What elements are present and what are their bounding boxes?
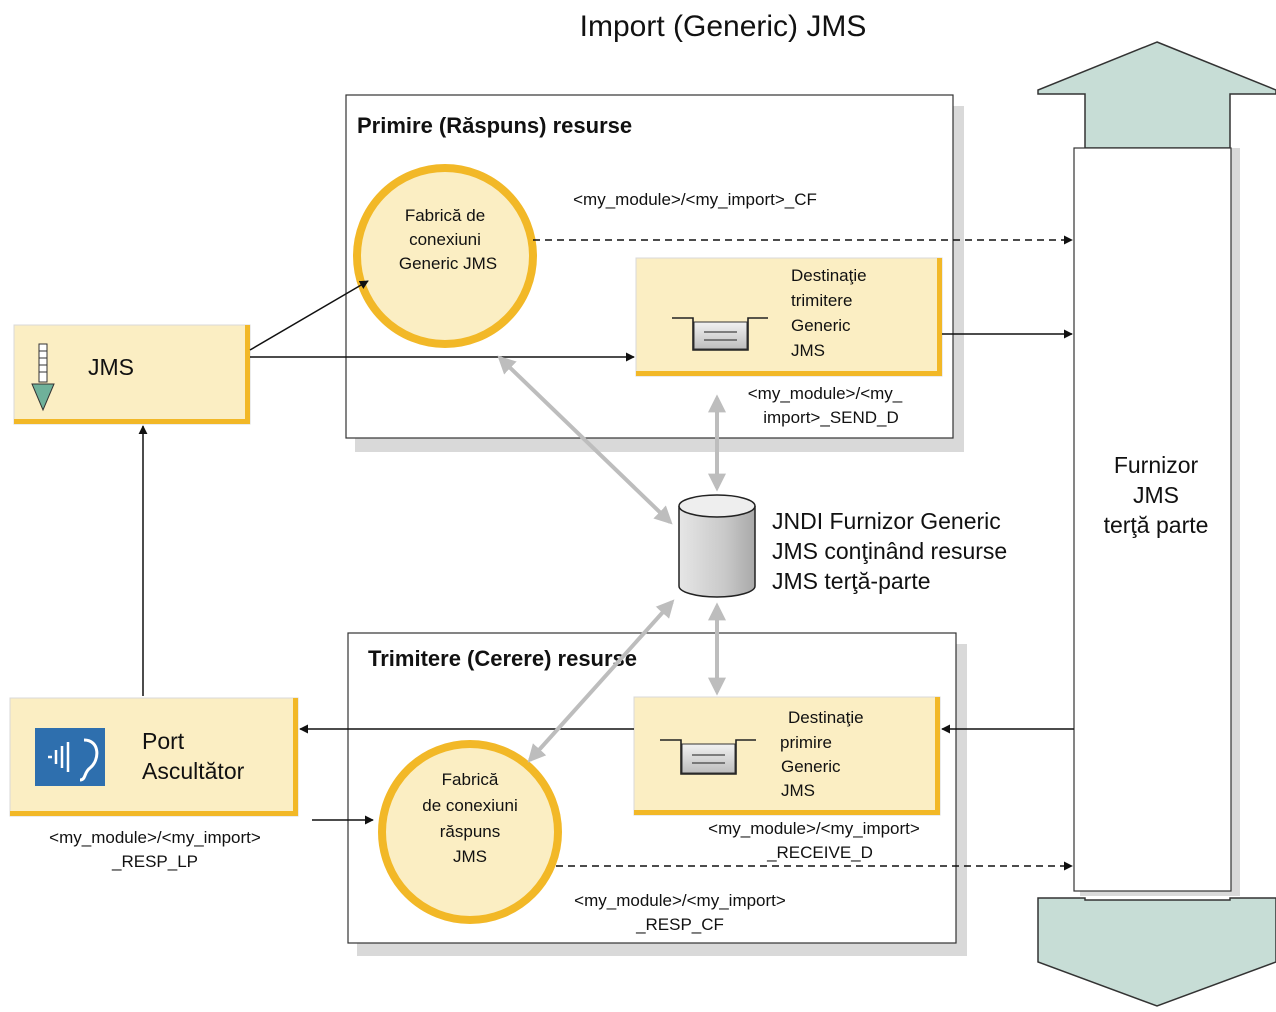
queue-icon — [672, 317, 768, 351]
send-dest-line-4: JMS — [791, 341, 825, 360]
send-dest-line-3: Generic — [791, 316, 851, 335]
recv-dest-line-1: Destinaţie — [788, 708, 864, 727]
recv-dest-name-line-1: <my_module>/<my_import> — [708, 819, 920, 838]
third-party-provider: Furnizor JMS terţă parte — [1037, 41, 1276, 1007]
cf-label-line-1: Fabrică de — [405, 206, 485, 225]
jndi-label-line-2: JMS conţinând resurse — [772, 538, 1007, 564]
resp-cf-line-1: Fabrică — [442, 770, 499, 789]
receive-destination-box: Destinaţie primire Generic JMS — [633, 696, 941, 816]
resp-cf-line-4: JMS — [453, 847, 487, 866]
recv-dest-line-3: Generic — [781, 757, 841, 776]
cf-label-line-2: conexiuni — [409, 230, 481, 249]
cf-label-line-3: Generic JMS — [399, 254, 497, 273]
resp-cf-name-line-2: _RESP_CF — [635, 915, 724, 934]
provider-label-line-3: terţă parte — [1104, 512, 1209, 538]
resp-cf-line-2: de conexiuni — [422, 796, 517, 815]
jndi-database-icon — [678, 494, 756, 598]
send-resources-header: Trimitere (Cerere) resurse — [368, 646, 637, 671]
queue-icon — [660, 739, 756, 775]
listener-name-line-2: _RESP_LP — [111, 852, 198, 871]
ear-icon — [35, 728, 105, 786]
recv-dest-name-line-2: _RECEIVE_D — [766, 843, 873, 862]
send-destination-box: Destinaţie trimitere Generic JMS — [635, 257, 943, 377]
send-dest-line-2: trimitere — [791, 291, 852, 310]
connection-factory-circle: Fabrică de conexiuni Generic JMS — [353, 164, 537, 348]
receive-resources-header: Primire (Răspuns) resurse — [357, 113, 632, 138]
listener-label-line-2: Ascultător — [142, 758, 245, 784]
resp-cf-line-3: răspuns — [440, 822, 500, 841]
resp-cf-name-line-1: <my_module>/<my_import> — [574, 891, 786, 910]
jndi-label-line-3: JMS terţă-parte — [772, 568, 931, 594]
diagram-title: Import (Generic) JMS — [580, 10, 867, 43]
jms-binding-box: JMS — [13, 324, 251, 425]
response-factory-circle: Fabrică de conexiuni răspuns JMS — [378, 740, 562, 924]
send-dest-name-line-2: import>_SEND_D — [763, 408, 899, 427]
recv-dest-line-2: primire — [780, 733, 832, 752]
listener-name-line-1: <my_module>/<my_import> — [49, 828, 261, 847]
listener-port-box: Port Ascultător — [9, 697, 299, 817]
send-dest-name-line-1: <my_module>/<my_ — [748, 384, 903, 403]
jms-download-icon — [31, 343, 55, 412]
jms-box-label: JMS — [88, 354, 134, 380]
send-dest-line-1: Destinaţie — [791, 266, 867, 285]
recv-dest-line-4: JMS — [781, 781, 815, 800]
cf-name: <my_module>/<my_import>_CF — [573, 190, 817, 209]
provider-label-line-2: JMS — [1133, 482, 1179, 508]
jndi-label-line-1: JNDI Furnizor Generic — [772, 508, 1001, 534]
provider-label-line-1: Furnizor — [1114, 452, 1199, 478]
listener-label-line-1: Port — [142, 728, 185, 754]
connector-arrows — [138, 235, 1074, 871]
